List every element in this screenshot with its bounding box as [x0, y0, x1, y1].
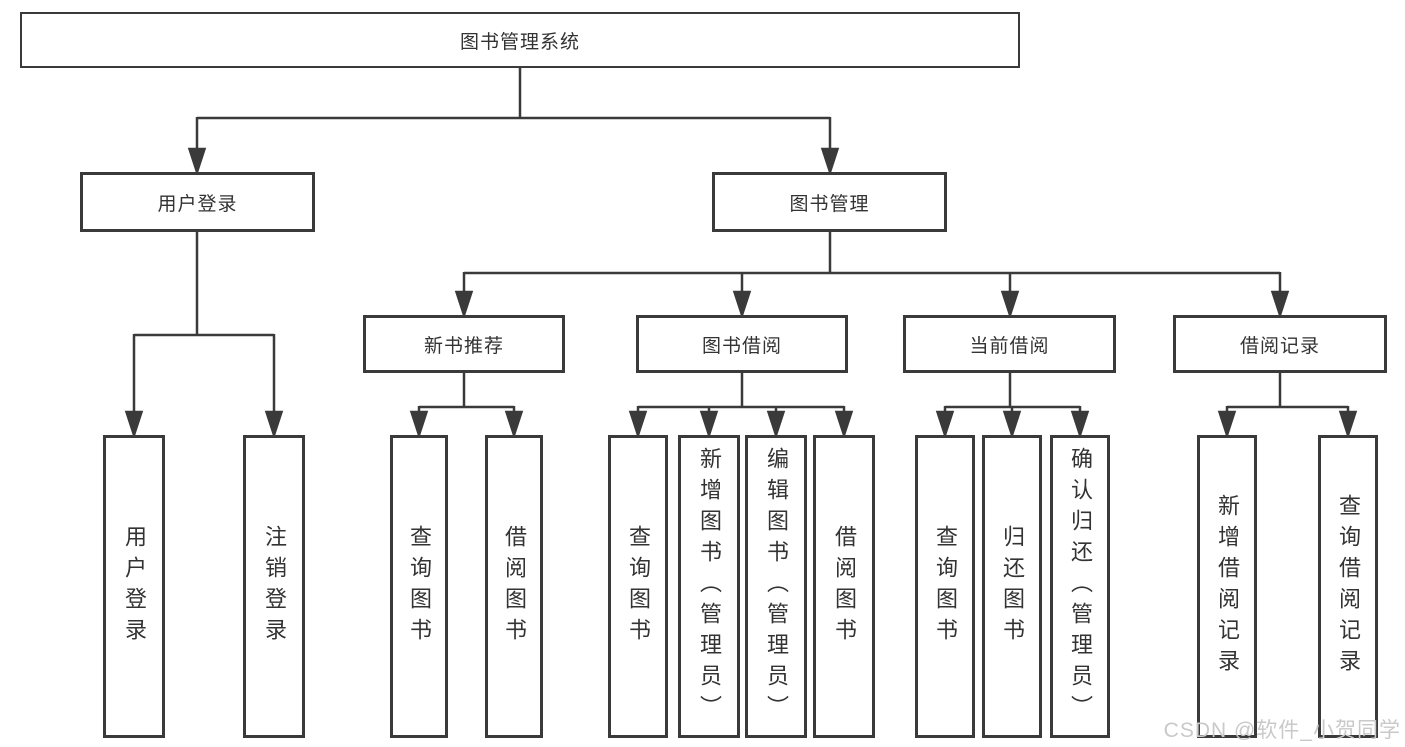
arrowhead: [766, 410, 786, 440]
node-label: 确认归还（管理员）: [1068, 447, 1093, 726]
node-label: 新增借阅记录: [1215, 493, 1240, 680]
node-book-borrow: 图书借阅: [636, 315, 848, 373]
connector-user-login-to-leaves: [124, 232, 284, 440]
arrowhead: [1002, 410, 1022, 440]
connector-borrow-records-to-leaves: [1217, 373, 1358, 440]
leaf-return-books: 归还图书: [982, 435, 1042, 738]
leaf-borrow-books-recommend: 借阅图书: [485, 435, 543, 738]
node-user-login: 用户登录: [80, 172, 315, 232]
node-label: 注销登录: [262, 524, 287, 649]
node-library-system: 图书管理系统: [20, 12, 1020, 68]
arrowhead: [1070, 410, 1090, 440]
node-label: 借阅记录: [1239, 335, 1320, 357]
node-label: 借阅图书: [502, 524, 527, 649]
node-label: 归还图书: [1000, 524, 1025, 649]
leaf-add-book-admin: 新增图书（管理员）: [678, 435, 740, 738]
arrowhead: [409, 410, 429, 440]
connector-book-management-to-level3: [454, 232, 1290, 320]
node-label: 图书借阅: [701, 335, 782, 357]
node-current-borrow: 当前借阅: [903, 315, 1116, 373]
node-borrow-records: 借阅记录: [1173, 315, 1387, 373]
arrowhead: [1000, 290, 1020, 320]
leaf-borrow-books: 借阅图书: [813, 435, 875, 738]
connector-root-to-level2: [187, 68, 840, 177]
node-label: 查询借阅记录: [1336, 493, 1361, 680]
arrowhead: [834, 410, 854, 440]
arrowhead: [628, 410, 648, 440]
leaf-user-login: 用户登录: [103, 435, 165, 738]
node-label: 用户登录: [122, 524, 147, 649]
node-label: 查询图书: [407, 524, 432, 649]
node-book-management: 图书管理: [712, 172, 947, 232]
leaf-query-books-borrow: 查询图书: [608, 435, 668, 738]
connector-new-book-recommend-to-leaves: [409, 373, 524, 440]
connector-book-borrow-to-leaves: [628, 373, 854, 440]
arrowhead: [187, 147, 207, 177]
arrowhead: [732, 290, 752, 320]
leaf-confirm-return-admin: 确认归还（管理员）: [1050, 435, 1110, 738]
leaf-edit-book-admin: 编辑图书（管理员）: [745, 435, 807, 738]
leaf-query-books-current: 查询图书: [915, 435, 975, 738]
arrowhead: [124, 410, 144, 440]
arrowhead: [820, 147, 840, 177]
node-label: 新增图书（管理员）: [697, 447, 722, 726]
node-label: 图书管理系统: [459, 31, 580, 53]
node-label: 新书推荐: [423, 335, 504, 357]
node-label: 当前借阅: [969, 335, 1050, 357]
arrowhead: [935, 410, 955, 440]
node-label: 借阅图书: [832, 524, 857, 649]
node-label: 用户登录: [157, 193, 238, 215]
node-label: 编辑图书（管理员）: [764, 447, 789, 726]
node-label: 查询图书: [626, 524, 651, 649]
csdn-watermark: CSDN @软件_小贺同学: [1163, 719, 1401, 742]
node-new-book-recommend: 新书推荐: [363, 315, 565, 373]
arrowhead: [699, 410, 719, 440]
connector-current-borrow-to-leaves: [935, 373, 1090, 440]
arrowhead: [504, 410, 524, 440]
arrowhead: [1217, 410, 1237, 440]
arrowhead: [1270, 290, 1290, 320]
arrowhead: [1338, 410, 1358, 440]
node-label: 查询图书: [933, 524, 958, 649]
leaf-query-borrow-record: 查询借阅记录: [1318, 435, 1378, 738]
node-label: 图书管理: [789, 193, 870, 215]
arrowhead: [264, 410, 284, 440]
arrowhead: [454, 290, 474, 320]
leaf-query-books-recommend: 查询图书: [390, 435, 448, 738]
leaf-add-borrow-record: 新增借阅记录: [1197, 435, 1257, 738]
leaf-logout: 注销登录: [243, 435, 305, 738]
